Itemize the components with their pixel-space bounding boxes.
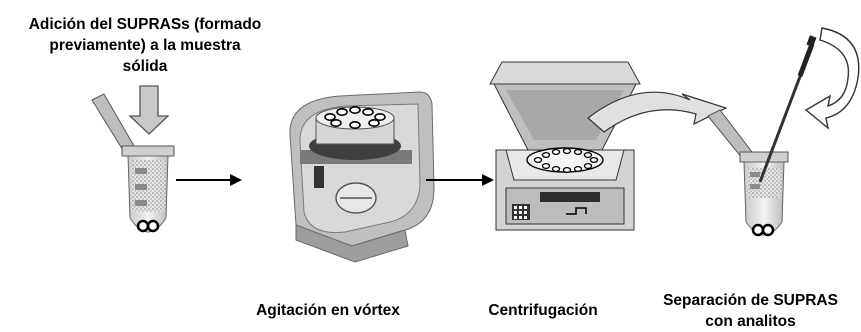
- step-4-caption: Separación de SUPRAS con analitos: [640, 290, 861, 332]
- flow-arrow-1: [176, 174, 242, 186]
- mixing-curl-arrow: [804, 27, 860, 130]
- step-1-caption-line: sólida: [122, 58, 168, 75]
- step-1-caption: Adición del SUPRASs (formado previamente…: [0, 14, 290, 77]
- step-1-caption-line: previamente) a la muestra: [49, 37, 241, 54]
- pipette: [758, 35, 817, 183]
- add-arrow: [128, 85, 170, 135]
- vortex-mixer: [289, 91, 435, 263]
- step-4-caption-line: Separación de SUPRAS: [663, 292, 838, 309]
- step-3-caption: Centrifugación: [488, 302, 598, 319]
- flow-arrow-2: [426, 174, 494, 186]
- centrifuge: [489, 61, 641, 231]
- step-4-caption-line: con analitos: [705, 313, 796, 330]
- step-1-caption-line: Adición del SUPRASs (formado: [28, 16, 262, 33]
- tube-2: [707, 109, 789, 237]
- step-2-caption: Agitación en vórtex: [256, 302, 400, 319]
- tube-1: [91, 93, 175, 233]
